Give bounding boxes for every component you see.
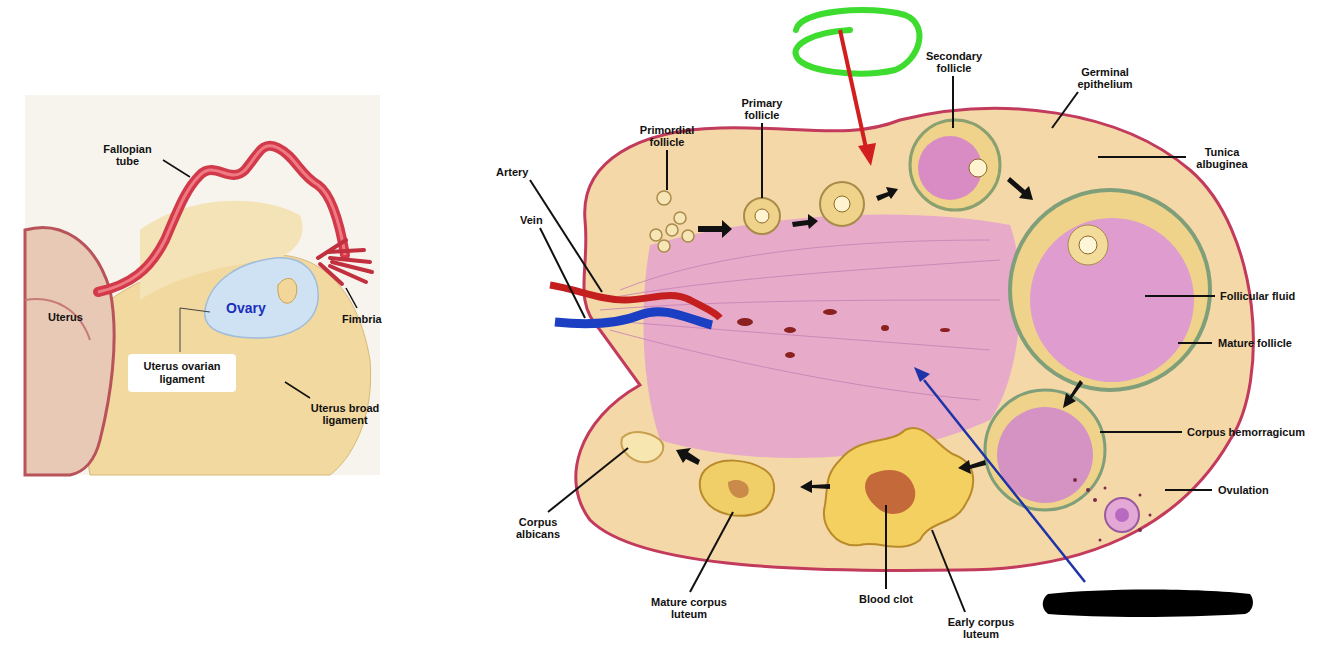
part-label: Ovulation: [1218, 484, 1318, 496]
part-label: Primary follicle: [728, 97, 796, 121]
part-label: Vein: [520, 214, 560, 226]
part-label: Mature corpus luteum: [643, 596, 735, 620]
part-label: Fallopian tube: [95, 143, 160, 167]
part-label: Secondary follicle: [918, 50, 990, 74]
part-label: Corpus hemorragicum: [1187, 426, 1332, 438]
part-label: Early corpus luteum: [933, 616, 1029, 640]
part-label: Uterus: [48, 311, 98, 323]
part-label: Follicular fluid: [1220, 290, 1330, 302]
part-label: Blood clot: [846, 593, 926, 605]
label-box: Uterus ovarian ligament: [128, 354, 236, 392]
part-label: Uterus broad ligament: [290, 402, 400, 426]
part-label: Corpus albicans: [503, 516, 573, 540]
part-label: Primordial follicle: [628, 124, 706, 148]
part-label: Mature follicle: [1218, 337, 1330, 349]
part-label: Tunica albuginea: [1188, 146, 1256, 170]
part-label: Germinal epithelium: [1063, 66, 1147, 90]
part-label: Fimbria: [342, 313, 402, 325]
part-label: Artery: [496, 166, 546, 178]
part-label: Ovary: [226, 300, 286, 316]
box-text: Uterus ovarian ligament: [136, 360, 228, 386]
